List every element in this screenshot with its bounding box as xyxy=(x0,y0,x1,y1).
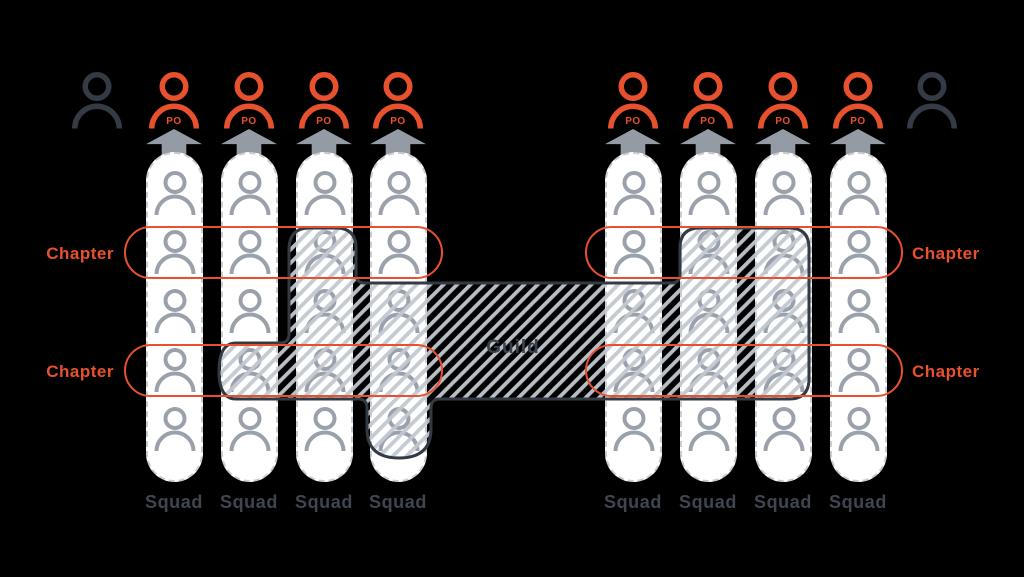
squad-label: Squad xyxy=(828,492,887,512)
member-person-icon xyxy=(226,170,274,216)
member-person-icon xyxy=(685,288,733,334)
member-person-icon xyxy=(760,170,808,216)
squad-label: Squad xyxy=(144,492,203,512)
member-person-icon xyxy=(301,288,349,334)
member-person-icon xyxy=(151,288,199,334)
member-person-icon xyxy=(301,170,349,216)
squad-column xyxy=(830,152,887,482)
member-person-icon xyxy=(375,406,423,452)
squad-label: Squad xyxy=(219,492,278,512)
member-person-icon xyxy=(760,288,808,334)
squad-label: Squad xyxy=(294,492,353,512)
chapter-label: Chapter xyxy=(46,244,114,263)
member-person-icon xyxy=(226,406,274,452)
squad-column xyxy=(680,152,737,482)
member-person-icon xyxy=(226,288,274,334)
member-person-icon xyxy=(301,406,349,452)
chapter-label: Chapter xyxy=(912,244,980,263)
member-person-icon xyxy=(610,288,658,334)
po-label: PO xyxy=(316,116,332,127)
po-label: PO xyxy=(775,116,791,127)
member-person-icon xyxy=(685,170,733,216)
squad-column xyxy=(755,152,812,482)
member-person-icon xyxy=(610,406,658,452)
member-person-icon xyxy=(835,170,883,216)
squad-label: Squad xyxy=(603,492,662,512)
po-label: PO xyxy=(625,116,641,127)
chapter-pill-right-1 xyxy=(585,226,903,279)
po-label: PO xyxy=(850,116,866,127)
member-person-icon xyxy=(375,288,423,334)
chapter-pill-left-2 xyxy=(124,344,443,397)
member-person-icon xyxy=(610,170,658,216)
chapter-pill-right-2 xyxy=(585,344,903,397)
po-label: PO xyxy=(700,116,716,127)
tribe-lead-person-icon xyxy=(906,72,958,130)
squad-column xyxy=(296,152,353,482)
member-person-icon xyxy=(760,406,808,452)
tribe-lead-person-icon xyxy=(71,72,123,130)
po-label: PO xyxy=(241,116,257,127)
squad-label: Squad xyxy=(678,492,737,512)
squad-column xyxy=(221,152,278,482)
member-person-icon xyxy=(835,288,883,334)
member-person-icon xyxy=(151,170,199,216)
chapter-pill-left-1 xyxy=(124,226,443,279)
chapter-label: Chapter xyxy=(912,362,980,381)
member-person-icon xyxy=(685,406,733,452)
member-person-icon xyxy=(835,406,883,452)
squad-column xyxy=(370,152,427,482)
squad-column xyxy=(146,152,203,482)
squad-label: Squad xyxy=(368,492,427,512)
member-person-icon xyxy=(375,170,423,216)
member-person-icon xyxy=(151,406,199,452)
po-label: PO xyxy=(390,116,406,127)
chapter-label: Chapter xyxy=(46,362,114,381)
po-label: PO xyxy=(166,116,182,127)
squad-label: Squad xyxy=(753,492,812,512)
squad-column xyxy=(605,152,662,482)
